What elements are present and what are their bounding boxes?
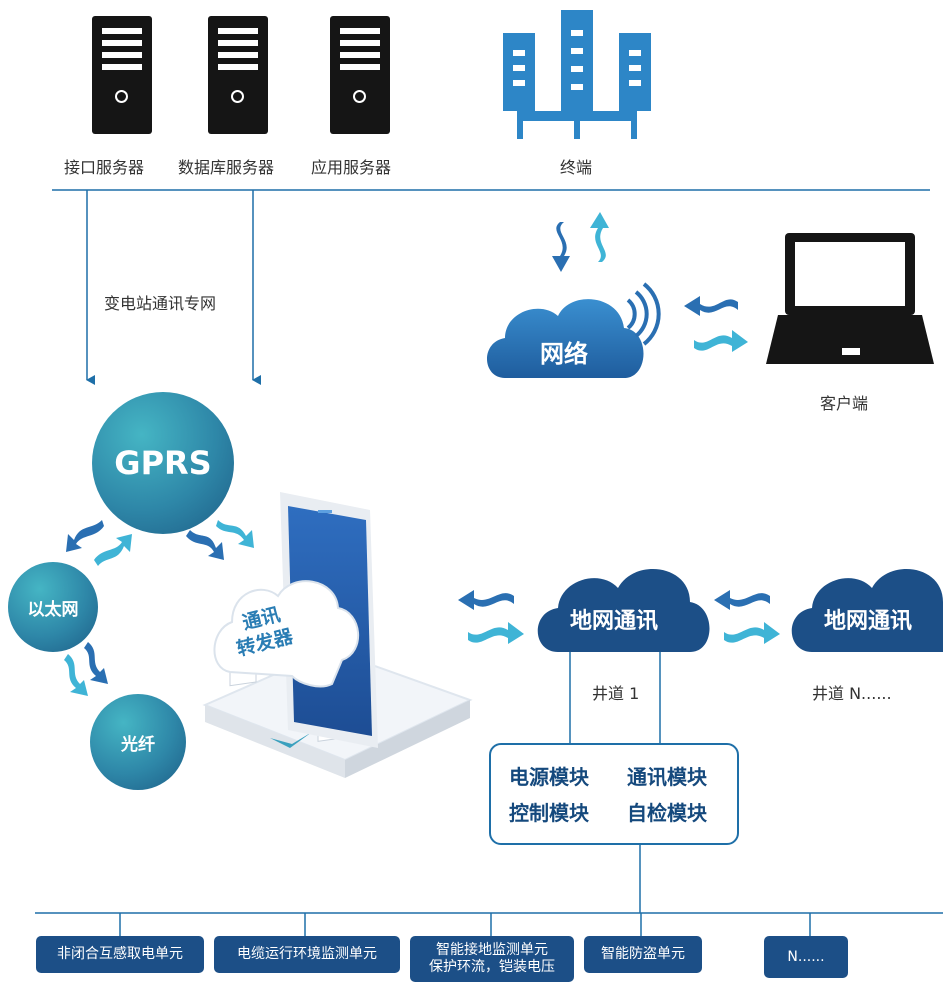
module-panel: 电源模块 通讯模块 控制模块 自检模块: [489, 743, 739, 845]
relay-cloud-icon: [213, 580, 359, 688]
client-label: 客户端: [820, 394, 869, 413]
ground-comm-n-label: 地网通讯: [824, 609, 913, 634]
unit-grounding-monitor: 智能接地监测单元 保护环流，铠装电压: [410, 936, 574, 982]
unit-n: N......: [764, 936, 848, 978]
network-cloud-icon: [486, 282, 661, 378]
terminal-building-icon: [503, 10, 651, 139]
terminal-label: 终端: [560, 158, 593, 177]
gprs-label: GPRS: [114, 444, 212, 482]
unit-3-label-line1: 智能接地监测单元: [436, 942, 548, 958]
unit-1-label: 非闭合互感取电单元: [57, 946, 183, 962]
ethernet-fiber-arrows-icon: [64, 642, 108, 696]
gprs-relay-arrows-icon: [186, 520, 254, 560]
unit-4-label: 智能防盗单元: [601, 946, 685, 962]
unit-anti-theft: 智能防盗单元: [584, 936, 702, 973]
gprs-ethernet-arrows-icon: [66, 520, 132, 566]
interface-server-icon: [92, 16, 152, 134]
application-server-label: 应用服务器: [311, 158, 392, 177]
power-module-label: 电源模块: [509, 765, 589, 789]
unit-5-label: N......: [787, 948, 825, 965]
unit-2-label: 电缆运行环境监测单元: [237, 946, 377, 962]
control-module-label: 控制模块: [509, 801, 589, 825]
ground-comm-cloud-n: [791, 568, 943, 652]
network-cloud-label: 网络: [540, 340, 588, 368]
client-exchange-arrows-icon: [684, 296, 748, 352]
relay-ground-arrows-icon: [458, 590, 524, 644]
interface-server-label: 接口服务器: [64, 158, 145, 177]
substation-network-label: 变电站通讯专网: [104, 294, 217, 313]
fiber-label: 光纤: [121, 734, 155, 755]
terminal-exchange-arrows-icon: [552, 212, 609, 272]
database-server-label: 数据库服务器: [178, 158, 275, 177]
selfcheck-module-label: 自检模块: [627, 801, 707, 825]
ground-comm-cloud-1: [537, 568, 710, 652]
laptop-icon: [766, 233, 934, 364]
comm-module-label: 通讯模块: [627, 765, 707, 789]
ethernet-label: 以太网: [27, 599, 79, 620]
unit-induction-power: 非闭合互感取电单元: [36, 936, 204, 973]
ground-comm-1-label: 地网通讯: [570, 609, 659, 634]
well-n-label: 井道 N......: [812, 684, 892, 703]
fiber-node: 光纤: [90, 694, 186, 790]
gprs-node: GPRS: [92, 392, 234, 534]
ground-ground-arrows-icon: [714, 590, 780, 644]
unit-3-label-line2: 保护环流，铠装电压: [429, 959, 555, 975]
unit-cable-env-monitor: 电缆运行环境监测单元: [214, 936, 400, 973]
application-server-icon: [330, 16, 390, 134]
ethernet-node: 以太网: [8, 562, 98, 652]
well-1-label: 井道 1: [592, 684, 640, 703]
database-server-icon: [208, 16, 268, 134]
